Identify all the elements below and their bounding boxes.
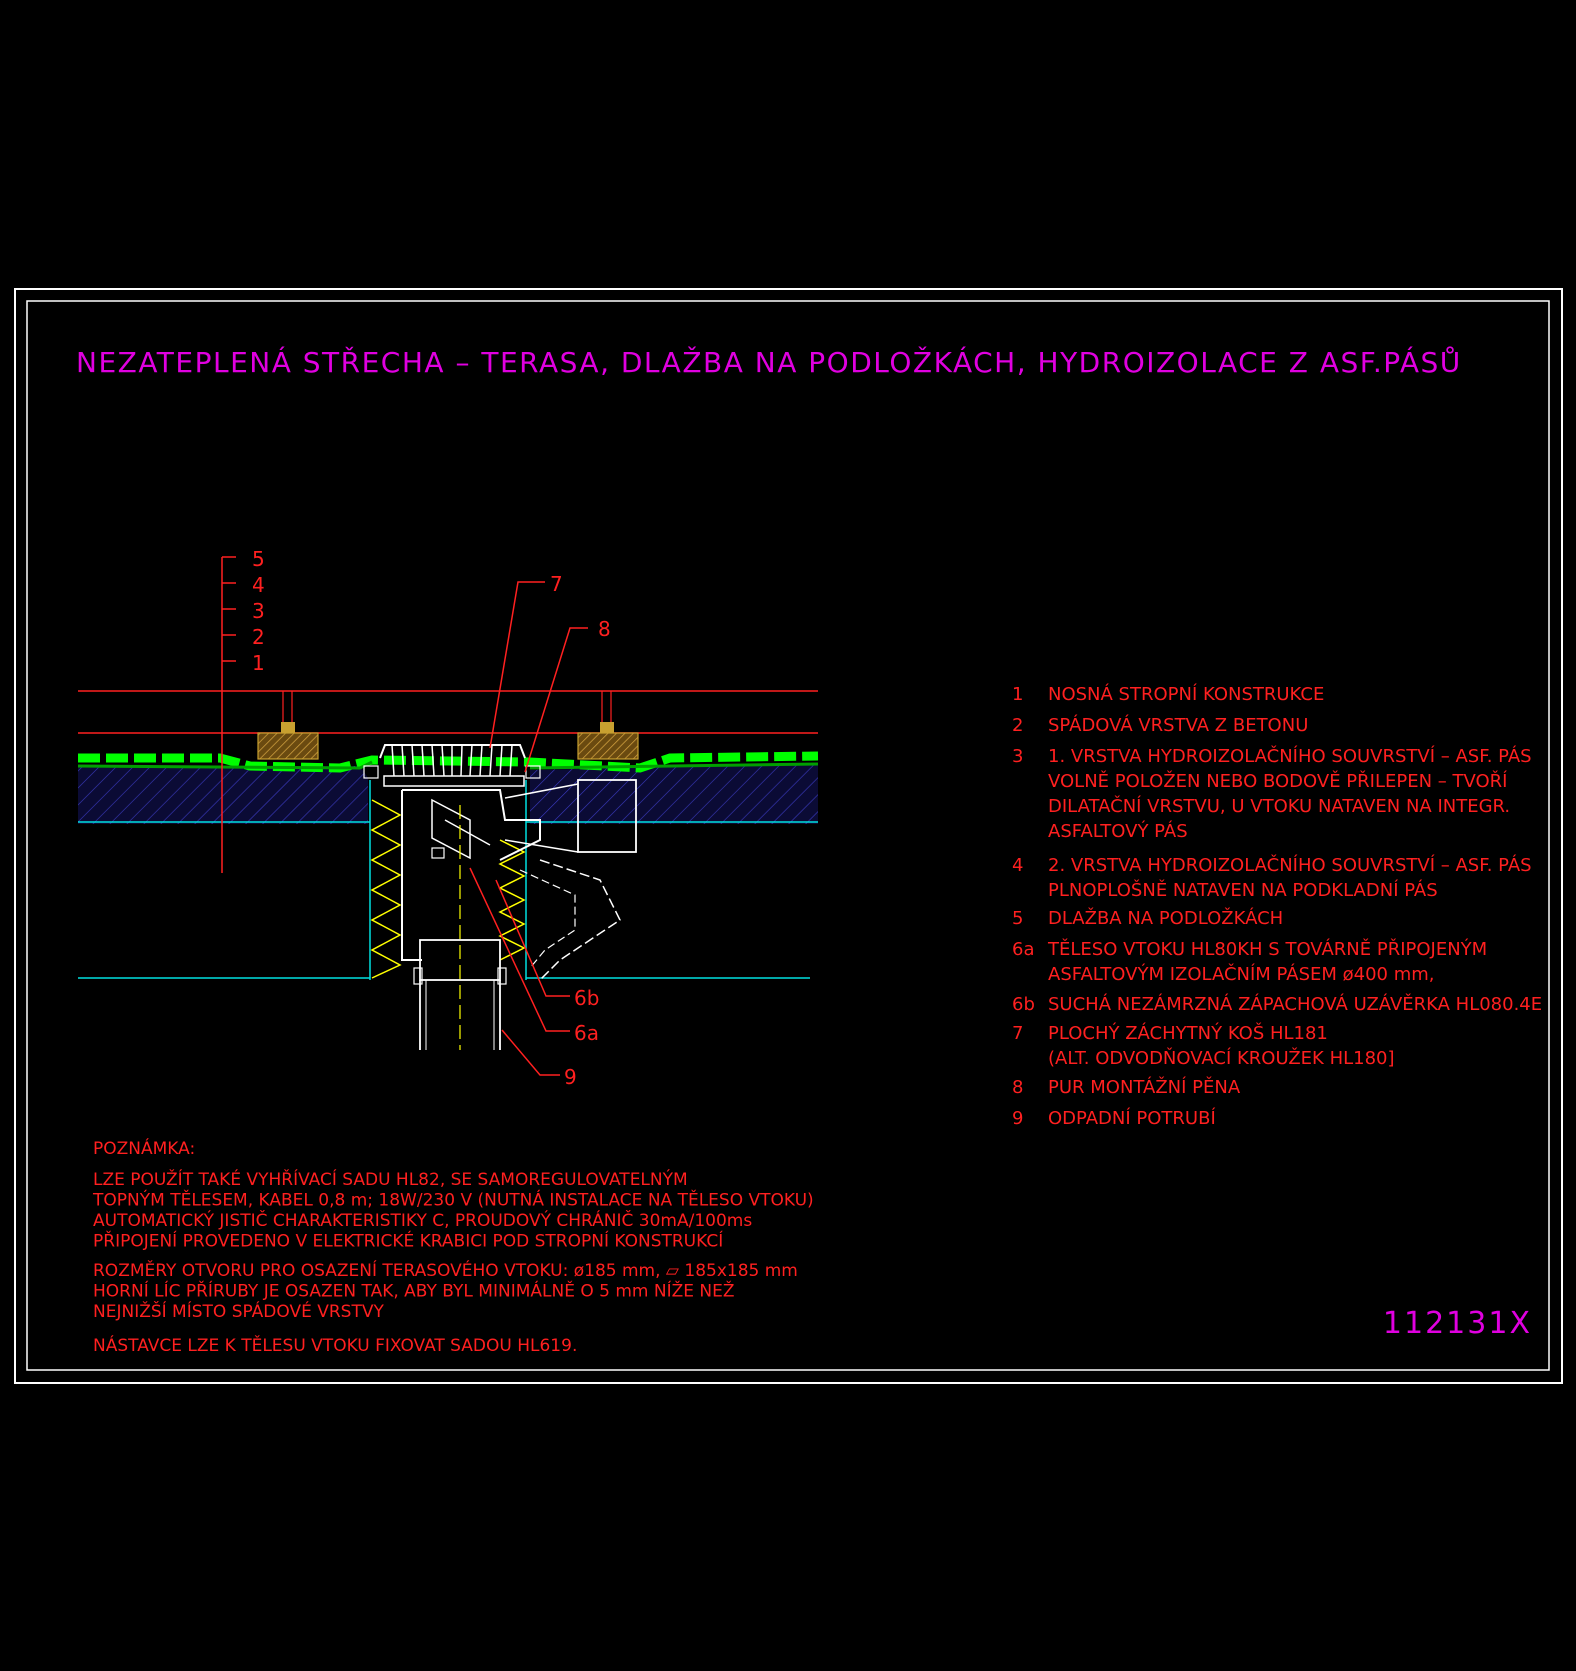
note-line: TOPNÝM TĚLESEM, KABEL 0,8 m; 18W/230 V (… xyxy=(92,1189,814,1211)
seal-left xyxy=(413,967,423,985)
note-line: AUTOMATICKÝ JISTIČ CHARAKTERISTIKY C, PR… xyxy=(93,1209,752,1231)
callout-6b: 6b xyxy=(574,986,599,1010)
odor-trap-flap xyxy=(431,798,471,860)
membrane-bottom-left xyxy=(77,760,373,770)
flange-left xyxy=(363,765,379,779)
seal-right xyxy=(497,967,507,985)
pad-spacer-right xyxy=(600,722,614,733)
odor-trap-inner xyxy=(444,819,491,846)
leader-6a xyxy=(469,867,570,1032)
leader-9 xyxy=(501,1029,560,1076)
callout-6a: 6a xyxy=(574,1021,599,1045)
legend-line: PLOCHÝ ZÁCHYTNÝ KOŠ HL181 xyxy=(1048,1022,1328,1044)
legend-line: ASFALTOVÝ PÁS xyxy=(1048,820,1188,842)
note-line: ROZMĚRY OTVORU PRO OSAZENÍ TERASOVÉHO VT… xyxy=(93,1259,798,1281)
side-extension-taper xyxy=(504,783,579,853)
legend-line: SPÁDOVÁ VRSTVA Z BETONU xyxy=(1048,714,1308,736)
pad-spacer-left xyxy=(281,722,295,733)
layer-mark-4: 4 xyxy=(252,573,265,597)
legend-line: DILATAČNÍ VRSTVU, U VTOKU NATAVEN NA INT… xyxy=(1048,795,1510,817)
pad-left xyxy=(257,732,319,760)
legend-line: 2. VRSTVA HYDROIZOLAČNÍHO SOUVRSTVÍ – AS… xyxy=(1048,854,1532,876)
legend-number: 5 xyxy=(1012,908,1023,929)
legend-number: 4 xyxy=(1012,855,1023,876)
pur-foam-left xyxy=(370,799,402,979)
legend-number: 8 xyxy=(1012,1077,1023,1098)
leader-6b xyxy=(495,879,570,997)
grate-bars xyxy=(391,744,513,777)
trap-detail xyxy=(431,847,445,859)
legend-line: NOSNÁ STROPNÍ KONSTRUKCE xyxy=(1048,683,1324,705)
grate-rim xyxy=(383,775,525,787)
angled-extension-inner xyxy=(519,869,576,969)
drawing-title: NEZATEPLENÁ STŘECHA – TERASA, DLAŽBA NA … xyxy=(76,345,1462,379)
legend-number: 6b xyxy=(1012,994,1035,1015)
pur-foam-right xyxy=(498,839,526,961)
legend-line: PLNOPLOŠNĚ NATAVEN NA PODKLADNÍ PÁS xyxy=(1048,879,1438,901)
layer-mark-2: 2 xyxy=(252,625,265,649)
legend-line: ASFALTOVÝM IZOLAČNÍM PÁSEM ø400 mm, xyxy=(1048,963,1435,985)
pipe-socket xyxy=(419,939,501,981)
note-line: NÁSTAVCE LZE K TĚLESU VTOKU FIXOVAT SADO… xyxy=(93,1334,577,1356)
layer-mark-1: 1 xyxy=(252,651,265,675)
callout-7: 7 xyxy=(550,572,563,596)
legend-line: SUCHÁ NEZÁMRZNÁ ZÁPACHOVÁ UZÁVĚRKA HL080… xyxy=(1048,993,1542,1015)
note-line: HORNÍ LÍC PŘÍRUBY JE OSAZEN TAK, ABY BYL… xyxy=(93,1280,735,1302)
legend-number: 6a xyxy=(1012,939,1034,960)
note-line: NEJNIŽŠÍ MÍSTO SPÁDOVÉ VRSTVY xyxy=(93,1300,384,1322)
legend-line: ODPADNÍ POTRUBÍ xyxy=(1048,1107,1216,1129)
membrane-bottom-right xyxy=(529,762,819,770)
drain-body-left-wall xyxy=(401,790,422,961)
concrete-layer-left xyxy=(78,766,368,824)
side-extension xyxy=(577,779,637,853)
note-heading: POZNÁMKA: xyxy=(93,1137,195,1159)
legend-number: 7 xyxy=(1012,1023,1023,1044)
note-block: POZNÁMKA: LZE POUŽÍT TAKÉ VYHŘÍVACÍ SADU… xyxy=(92,1137,814,1356)
section-drawing: 5 4 3 2 1 7 8 6b 6a 9 xyxy=(77,547,819,1089)
layer-mark-3: 3 xyxy=(252,599,265,623)
legend-line: PUR MONTÁŽNÍ PĚNA xyxy=(1048,1076,1241,1098)
layer-mark-5: 5 xyxy=(252,547,265,571)
legend-line: (ALT. ODVODŇOVACÍ KROUŽEK HL180] xyxy=(1048,1047,1395,1069)
leader-7 xyxy=(489,581,545,749)
drawing-number: 112131X xyxy=(1383,1306,1532,1341)
note-line: LZE POUŽÍT TAKÉ VYHŘÍVACÍ SADU HL82, SE … xyxy=(93,1168,688,1190)
callout-9: 9 xyxy=(564,1065,577,1089)
concrete-layer-right xyxy=(530,764,818,824)
legend: 1 NOSNÁ STROPNÍ KONSTRUKCE 2 SPÁDOVÁ VRSTVA… xyxy=(1012,683,1542,1129)
leader-8 xyxy=(524,627,588,773)
pad-right xyxy=(577,732,639,760)
membrane-top xyxy=(78,751,819,773)
legend-line: DLAŽBA NA PODLOŽKÁCH xyxy=(1048,907,1283,929)
legend-line: 1. VRSTVA HYDROIZOLAČNÍHO SOUVRSTVÍ – AS… xyxy=(1048,745,1532,767)
flange-right xyxy=(525,765,541,779)
angled-extension-outer xyxy=(539,859,621,981)
inner-frame xyxy=(26,300,1550,1371)
legend-number: 3 xyxy=(1012,746,1023,767)
legend-line: TĚLESO VTOKU HL80KH S TOVÁRNĚ PŘIPOJENÝM xyxy=(1047,938,1487,960)
legend-number: 9 xyxy=(1012,1108,1023,1129)
callout-8: 8 xyxy=(598,617,611,641)
layer-ticks xyxy=(222,556,236,662)
drain-body-outline xyxy=(402,789,541,861)
legend-number: 2 xyxy=(1012,715,1023,736)
legend-number: 1 xyxy=(1012,684,1023,705)
legend-line: VOLNĚ POLOŽEN NEBO BODOVĚ PŘILEPEN – TVO… xyxy=(1048,770,1507,792)
outer-frame xyxy=(14,288,1563,1384)
note-line: PŘIPOJENÍ PROVEDENO V ELEKTRICKÉ KRABICI… xyxy=(93,1230,723,1252)
